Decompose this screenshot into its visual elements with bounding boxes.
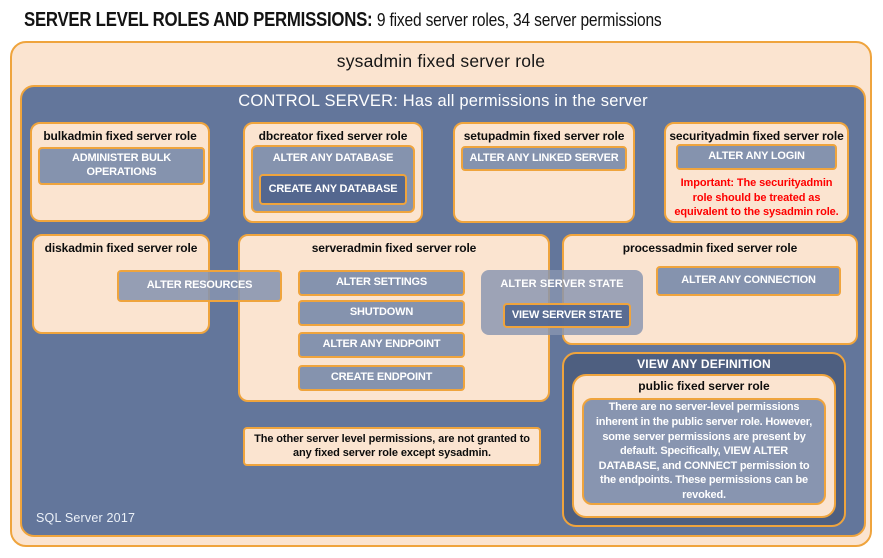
permission-alter-resources: ALTER RESOURCES [117, 270, 282, 302]
permission-alter-any-login: ALTER ANY LOGIN [676, 144, 837, 170]
permission-alter-any-connection: ALTER ANY CONNECTION [656, 266, 841, 296]
role-title-dbcreator: dbcreator fixed server role [258, 129, 408, 143]
sysadmin-role-label: sysadmin fixed server role [336, 51, 546, 71]
permission-alter-any-linked-server: ALTER ANY LINKED SERVER [461, 146, 627, 171]
permission-view-any-definition: VIEW ANY DEFINITION [637, 357, 771, 371]
permission-alter-any-endpoint: ALTER ANY ENDPOINT [298, 332, 465, 358]
role-title-serveradmin: serveradmin fixed server role [311, 241, 477, 255]
role-title-setupadmin: setupadmin fixed server role [463, 129, 625, 143]
role-title-bulkadmin: bulkadmin fixed server role [43, 129, 197, 143]
page-title: SERVER LEVEL ROLES AND PERMISSIONS: 9 fi… [24, 9, 662, 32]
role-box-securityadmin: securityadmin fixed server role [664, 122, 849, 223]
other-permissions-note: The other server level permissions, are … [243, 427, 541, 466]
securityadmin-warning-text: Important: The securityadmin role should… [674, 177, 839, 219]
control-server-label: CONTROL SERVER: Has all permissions in t… [238, 92, 648, 110]
role-title-securityadmin: securityadmin fixed server role [669, 129, 844, 143]
public-role-description: There are no server-level permissions in… [582, 398, 826, 505]
role-title-public: public fixed server role [638, 379, 770, 393]
permission-create-any-database: CREATE ANY DATABASE [259, 174, 407, 205]
sql-server-version-label: SQL Server 2017 [36, 511, 136, 525]
permission-administer-bulk-operations: ADMINISTER BULK OPERATIONS [38, 147, 205, 185]
permission-create-endpoint: CREATE ENDPOINT [298, 365, 465, 391]
page-title-subtitle: 9 fixed server roles, 34 server permissi… [376, 9, 662, 30]
permission-shutdown: SHUTDOWN [298, 300, 465, 326]
role-title-diskadmin: diskadmin fixed server role [44, 241, 198, 255]
permission-alter-server-state: ALTER SERVER STATE [500, 278, 624, 290]
role-title-processadmin: processadmin fixed server role [622, 241, 798, 255]
permission-alter-settings: ALTER SETTINGS [298, 270, 465, 296]
page-title-main: SERVER LEVEL ROLES AND PERMISSIONS: [24, 9, 373, 31]
role-box-setupadmin: setupadmin fixed server role [453, 122, 635, 223]
permission-view-server-state: VIEW SERVER STATE [503, 303, 631, 328]
